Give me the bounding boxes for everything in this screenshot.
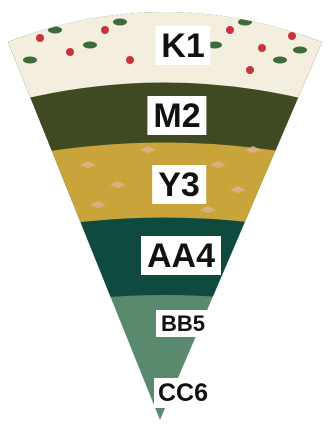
strawberry-print-pattern bbox=[23, 18, 307, 74]
label-aa4: AA4 bbox=[140, 236, 222, 275]
label-m2: M2 bbox=[147, 96, 207, 135]
label-y3: Y3 bbox=[152, 165, 206, 204]
label-cc6: CC6 bbox=[153, 378, 213, 408]
moth-print-pattern bbox=[80, 146, 261, 213]
label-k1: K1 bbox=[155, 26, 211, 65]
label-bb5: BB5 bbox=[155, 310, 211, 337]
